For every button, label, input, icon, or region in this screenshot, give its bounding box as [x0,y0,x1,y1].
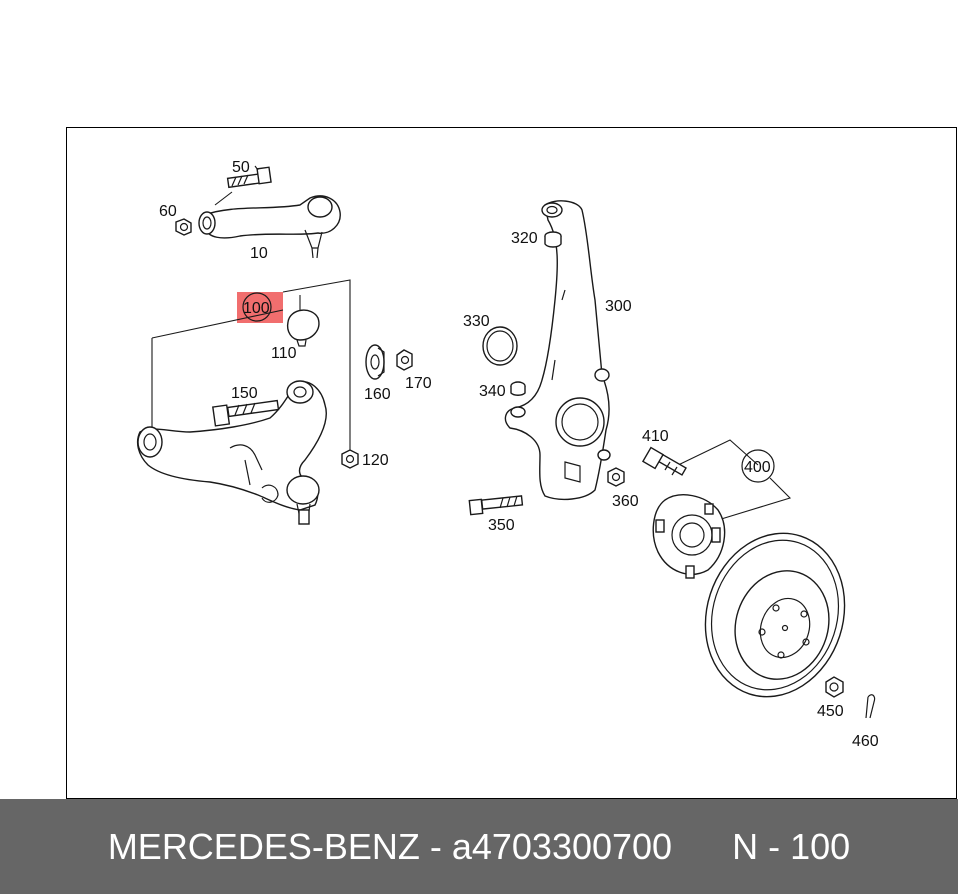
label-120: 120 [362,452,389,469]
brake-disc[interactable] [685,515,866,715]
label-150: 150 [231,385,258,402]
label-410: 410 [642,428,669,445]
footer-caption: MERCEDES-BENZ - a4703300700 N - 100 [0,799,958,894]
label-400: 400 [744,459,771,476]
brand-name: MERCEDES-BENZ [107,825,420,867]
label-320: 320 [511,230,538,247]
label-300: 300 [605,298,632,315]
label-10: 10 [250,245,268,262]
label-340: 340 [479,383,506,400]
nut-360[interactable] [607,467,625,487]
gap [672,826,732,868]
label-60: 60 [159,203,177,220]
footer-bar: MERCEDES-BENZ - a4703300700 N - 100 [0,799,958,894]
bolt-410[interactable] [641,446,687,476]
bolt-350[interactable] [468,495,524,516]
nut-120[interactable] [341,449,359,469]
label-50: 50 [232,159,250,176]
label-360: 360 [612,493,639,510]
label-170: 170 [405,375,432,392]
cotter-pin-460[interactable] [865,694,876,719]
label-330: 330 [463,313,490,330]
steering-knuckle-300[interactable] [504,200,611,501]
separator: - [419,825,452,867]
position-label: N - 100 [732,825,851,867]
label-350: 350 [488,517,515,534]
bolt-150[interactable] [212,399,280,427]
label-160: 160 [364,386,391,403]
seal-ring-330[interactable] [482,326,518,366]
lower-control-arm-100[interactable] [136,380,327,525]
eccentric-washer-160[interactable] [365,344,385,380]
bump-stop-110[interactable] [286,309,320,347]
nut-170[interactable] [396,349,413,371]
wheel-hub-400[interactable] [652,494,726,579]
nut-60[interactable] [175,218,192,236]
nut-450[interactable] [825,676,844,698]
label-100: 100 [243,300,270,317]
label-450: 450 [817,703,844,720]
part-number: a4703300700 [451,825,673,867]
bushing-340[interactable] [510,381,526,396]
upper-control-arm[interactable] [198,195,341,259]
bolt-50[interactable] [226,166,272,189]
sleeve-320[interactable] [544,231,562,248]
label-460: 460 [852,733,879,750]
label-110: 110 [271,345,297,362]
